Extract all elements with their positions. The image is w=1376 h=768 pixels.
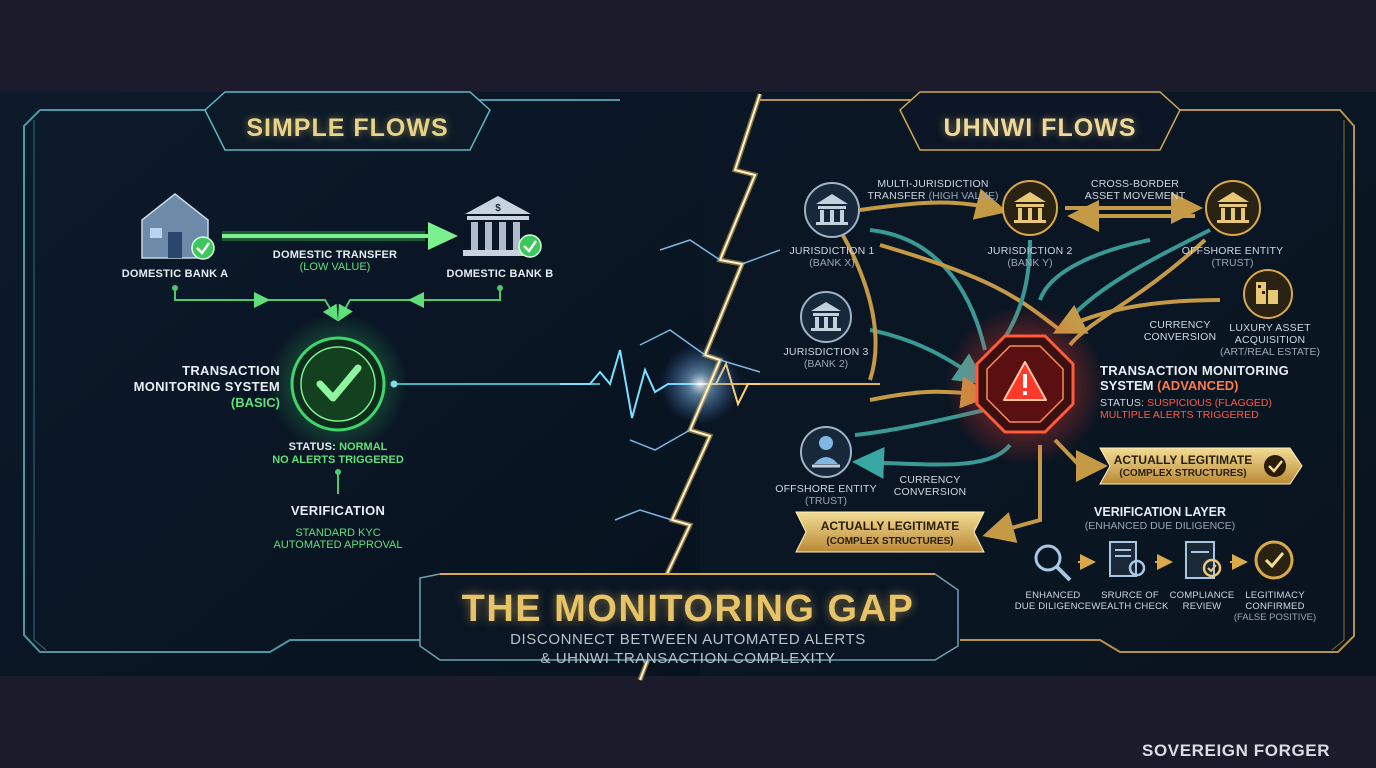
right-status: STATUS: SUSPICIOUS (FLAGGED) [1100, 397, 1300, 409]
step-4-line2: CONFIRMED [1245, 601, 1305, 612]
multi-transfer-3: (HIGH VALUE) [928, 190, 999, 202]
right-status-value: SUSPICIOUS (FLAGGED) [1147, 397, 1272, 409]
bank-icon: $ [463, 196, 533, 256]
step-2-line2: WEALTH CHECK [1091, 601, 1169, 612]
multi-transfer-1: MULTI-JURISDICTION [877, 178, 989, 190]
step-1-line2: DUE DILIGENCE [1014, 601, 1092, 612]
verif-layer-sub: (ENHANCED DUE DILIGENCE) [1084, 520, 1236, 532]
right-status-label: STATUS: [1100, 397, 1145, 409]
j3-sub: (BANK 2) [803, 358, 849, 370]
legit-left-2: (COMPLEX STRUCTURES) [826, 536, 954, 547]
step-4-line1: LEGITIMACY [1245, 590, 1305, 601]
left-kyc: STANDARD KYC [295, 527, 381, 539]
j2-sub: (BANK Y) [1007, 257, 1053, 269]
transfer-value: (LOW VALUE) [299, 261, 371, 273]
luxury-3: (ART/REAL ESTATE) [1220, 346, 1320, 358]
left-title: SIMPLE FLOWS [246, 114, 449, 142]
right-title: UHNWI FLOWS [943, 114, 1137, 142]
tms-basic-line1: TRANSACTION [182, 363, 280, 378]
tms-basic-line2: MONITORING SYSTEM [133, 379, 280, 394]
multi-transfer-2a: TRANSFER [867, 190, 926, 202]
offshore-bottom-sub: (TRUST) [805, 495, 847, 507]
right-alerts: MULTIPLE ALERTS TRIGGERED [1100, 409, 1259, 421]
step-1-line1: ENHANCED [1025, 590, 1081, 601]
cross-border-1: CROSS-BORDER [1090, 178, 1180, 190]
tms-basic-line3: (BASIC) [230, 395, 280, 410]
building-icon [1243, 269, 1293, 319]
j1-sub: (BANK X) [809, 257, 855, 269]
document-icon [1109, 541, 1146, 577]
svg-text:$: $ [495, 203, 501, 214]
left-verification: VERIFICATION [290, 503, 386, 518]
magnifier-icon [1034, 544, 1072, 582]
check-icon [191, 236, 215, 260]
clipboard-icon [1185, 541, 1222, 579]
left-alerts: NO ALERTS TRIGGERED [272, 454, 404, 466]
gap-title: THE MONITORING GAP [461, 588, 915, 630]
tms-adv-2: SYSTEM (ADVANCED) [1100, 378, 1290, 393]
currency-2a: CURRENCY [899, 474, 961, 486]
luxury-1: LUXURY ASSET [1229, 322, 1311, 334]
legit-left-1: ACTUALLY LEGITIMATE [820, 519, 960, 533]
offshore-bottom: OFFSHORE ENTITY [775, 483, 877, 495]
gap-subtitle-2: & UHNWI TRANSACTION COMPLEXITY [540, 650, 836, 667]
verif-layer: VERIFICATION LAYER [1094, 505, 1226, 519]
cross-border-2: ASSET MOVEMENT [1084, 190, 1186, 202]
bank-b-label: DOMESTIC BANK B [446, 268, 554, 280]
offshore-top-sub: (TRUST) [1211, 257, 1254, 269]
left-status-value: NORMAL [339, 441, 388, 453]
brand-logo: SOVEREIGN FORGER [1142, 741, 1331, 760]
offshore-top: OFFSHORE ENTITY [1181, 245, 1284, 257]
tms-adv-2a: SYSTEM [1100, 378, 1154, 393]
legit-right-1: ACTUALLY LEGITIMATE [1113, 453, 1253, 467]
gap-subtitle-1: DISCONNECT BETWEEN AUTOMATED ALERTS [510, 631, 866, 648]
j2-label: JURISDICTION 2 [987, 245, 1073, 257]
step-3-line1: COMPLIANCE [1169, 590, 1235, 601]
luxury-2: ACQUISITION [1234, 334, 1306, 346]
bank-icon [804, 182, 860, 238]
j1-label: JURISDICTION 1 [789, 245, 875, 257]
tms-adv-1: TRANSACTION MONITORING [1100, 363, 1290, 378]
step-3-line2: REVIEW [1182, 601, 1222, 612]
transfer-label: DOMESTIC TRANSFER [272, 249, 398, 261]
person-icon [800, 426, 852, 478]
tms-adv-3: (ADVANCED) [1157, 378, 1239, 393]
currency-1a: CURRENCY [1149, 319, 1211, 331]
left-status: STATUS: NORMAL [248, 441, 428, 453]
bank-a-label: DOMESTIC BANK A [121, 268, 229, 280]
currency-2b: CONVERSION [893, 486, 967, 498]
warning-icon [1003, 361, 1047, 401]
left-status-label: STATUS: [288, 441, 337, 453]
currency-1b: CONVERSION [1143, 331, 1217, 343]
legit-right-2: (COMPLEX STRUCTURES) [1119, 468, 1247, 479]
step-4-line3: (FALSE POSITIVE) [1233, 612, 1317, 623]
multi-transfer-2: TRANSFER (HIGH VALUE) [858, 190, 1008, 202]
step-2-line1: SRURCE OF [1101, 590, 1159, 601]
j3-label: JURISDICTION 3 [783, 346, 869, 358]
left-approval: AUTOMATED APPROVAL [273, 539, 403, 551]
